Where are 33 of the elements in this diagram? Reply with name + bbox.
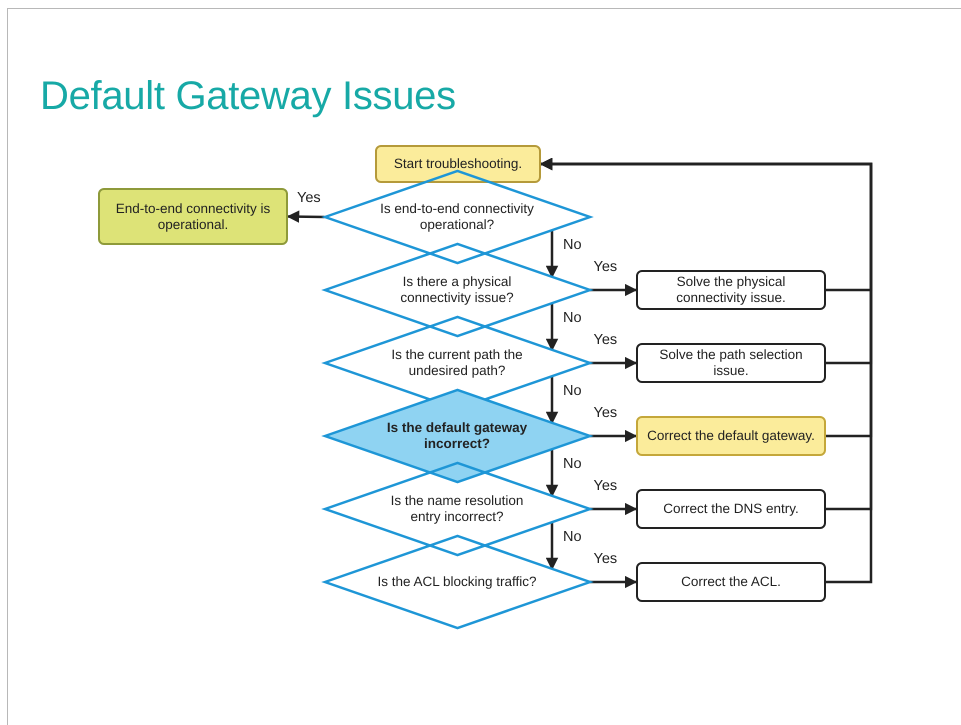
node-text: Is the current path the undesired path?	[390, 347, 524, 379]
arrow	[546, 303, 558, 352]
node-text: Start troubleshooting.	[394, 156, 522, 172]
arrow	[546, 522, 558, 570]
process-box	[636, 562, 826, 602]
node-text: End-to-end connectivity is operational.	[114, 200, 272, 232]
process-box	[636, 416, 826, 456]
node-text: Solve the path selection issue.	[658, 347, 804, 379]
process-box	[636, 489, 826, 529]
arrow	[546, 449, 558, 498]
process-box	[636, 270, 826, 310]
node-text: Solve the physical connectivity issue.	[675, 274, 787, 306]
arrow	[546, 230, 558, 278]
process-box	[375, 145, 541, 183]
node-text: Is end-to-end connectivity operational?	[379, 201, 535, 233]
node-text: Is the default gateway incorrect?	[386, 420, 528, 452]
arrow	[590, 576, 638, 588]
slide-title: Default Gateway Issues	[40, 74, 456, 118]
arrow	[546, 376, 558, 424]
arrow	[590, 284, 638, 296]
node-text: Correct the ACL.	[681, 574, 781, 590]
arrow	[286, 210, 325, 223]
node-text: Is there a physical connectivity issue?	[399, 274, 515, 306]
process-box	[98, 188, 288, 245]
node-text: Correct the default gateway.	[647, 428, 815, 444]
arrow	[590, 430, 638, 442]
node-text: Correct the DNS entry.	[663, 501, 799, 517]
process-box	[636, 343, 826, 383]
arrow	[590, 502, 638, 516]
arrow	[540, 158, 872, 584]
arrow	[590, 356, 638, 370]
node-text: Is the ACL blocking traffic?	[377, 574, 537, 590]
node-text: Is the name resolution entry incorrect?	[390, 493, 524, 525]
